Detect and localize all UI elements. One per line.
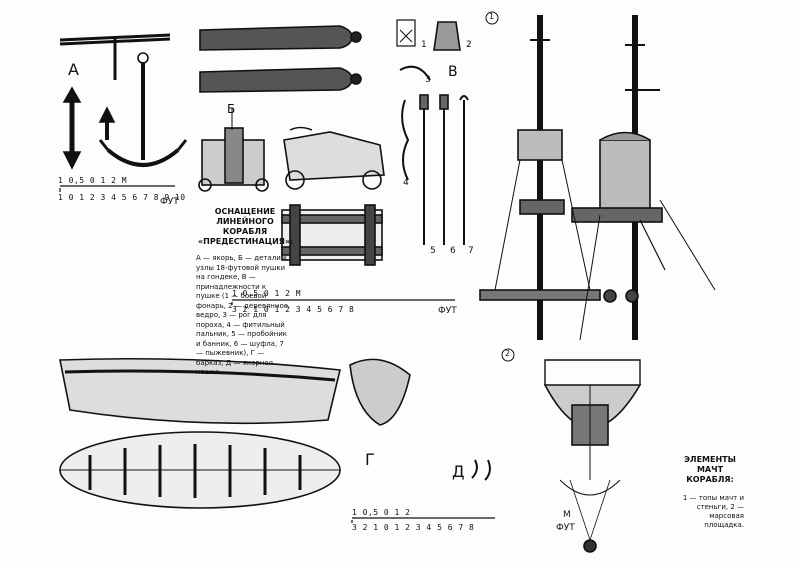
- scale-mast-feet-unit: ФУТ: [556, 523, 575, 533]
- gun-accessories-drawing: [396, 19, 469, 245]
- scale-bottom-feet: 3 2 1 0 1 2 3 4 5 6 7 8: [352, 523, 475, 532]
- scale-left-meters: 1 0,5 0 1 2 М: [58, 176, 128, 185]
- mast-top-platform-drawing: [543, 359, 642, 553]
- boat-drawing: [59, 357, 411, 509]
- gun-carriage-drawing: [198, 108, 385, 266]
- label-accessory-6: 6: [450, 246, 456, 256]
- sheet-title: ОСНАЩЕНИЕ ЛИНЕЙНОГО КОРАБЛЯ «ПРЕДЕСТИНАЦ…: [198, 207, 294, 247]
- cannon-barrels: [199, 25, 362, 93]
- mast-title-line-3: КОРАБЛЯ:: [686, 475, 734, 484]
- label-anchor: А: [68, 60, 79, 79]
- label-accessory-4: 4: [403, 178, 409, 188]
- label-accessory-5: 5: [430, 246, 436, 256]
- scale-middle-feet: 3 2 1 0 1 2 3 4 5 6 7 8: [232, 305, 355, 314]
- label-accessory-3: 3: [425, 75, 431, 85]
- mast-title-line-2: МАЧТ: [696, 465, 724, 474]
- label-gun-accessories: В: [448, 64, 458, 80]
- title-line-2: ЛИНЕЙНОГО КОРАБЛЯ: [216, 217, 274, 236]
- label-accessory-7: 7: [468, 246, 474, 256]
- mast-section-caption: 1 — топы мачт и стеньги, 2 — марсовая пл…: [682, 494, 744, 529]
- scale-bottom-meters: 1 0,5 0 1 2: [352, 508, 411, 517]
- label-accessory-2: 2: [466, 40, 472, 50]
- title-line-3: «ПРЕДЕСТИНАЦИЯ»:: [198, 237, 294, 246]
- mast-section-title: ЭЛЕМЕНТЫ МАЧТ КОРАБЛЯ:: [678, 455, 742, 485]
- scale-mast-m-unit: М: [563, 510, 571, 520]
- label-mast-2: 2: [505, 349, 511, 358]
- scale-left-feet-unit: ФУТ: [160, 197, 179, 207]
- scale-middle-meters: 1 0,5 0 1 2 М: [232, 289, 302, 298]
- label-boat: Г: [365, 450, 375, 469]
- label-accessory-1: 1: [421, 40, 427, 50]
- sheet-caption: А — якорь, Б — детали к узлы 18-футовой …: [196, 254, 289, 376]
- label-grapnel: Д: [452, 462, 465, 481]
- scale-bars: [59, 185, 495, 523]
- label-mast-1: 1: [489, 12, 495, 21]
- label-gun-details: Б: [227, 102, 236, 116]
- anchor-drawing: [59, 33, 188, 170]
- mast-tops-drawing: [479, 15, 716, 341]
- title-line-1: ОСНАЩЕНИЕ: [214, 207, 276, 216]
- mast-title-line-1: ЭЛЕМЕНТЫ: [684, 455, 736, 464]
- grapnel-drawing: [471, 459, 491, 481]
- scale-middle-feet-unit: ФУТ: [438, 306, 457, 316]
- scale-left-feet: 1 0 1 2 3 4 5 6 7 8 9 10: [58, 193, 186, 202]
